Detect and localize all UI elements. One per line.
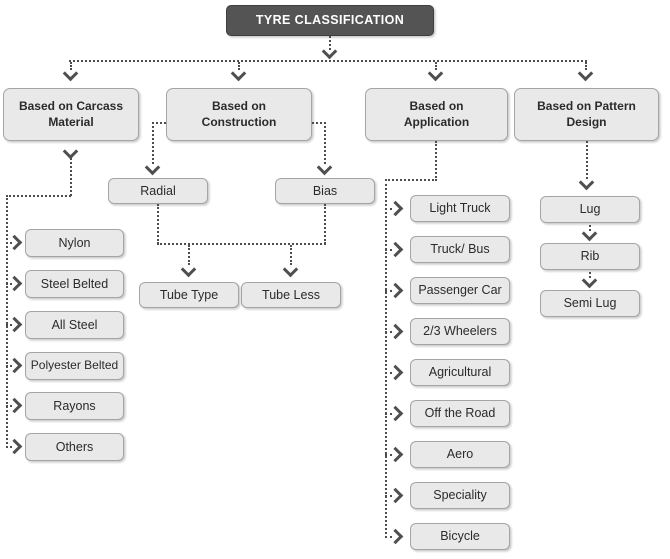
connector-line [589,225,591,231]
connector-line [238,62,240,70]
arrow-right-icon [6,397,23,414]
node-others: Others [25,433,124,461]
title-node: TYRE CLASSIFICATION [226,5,434,36]
connector-line [70,62,72,70]
node-bias: Bias [275,178,375,204]
node-polyester-belted: Polyester Belted [25,352,124,380]
node-rayons: Rayons [25,392,124,420]
arrow-right-icon [6,275,23,292]
arrow-down-icon [62,143,79,160]
node-all-steel: All Steel [25,311,124,339]
connector-line [157,243,326,245]
node-lug: Lug [540,196,640,223]
arrow-down-icon [282,261,299,278]
branch-carcass-material: Based on Carcass Material [3,88,139,141]
node-aero: Aero [410,441,510,468]
connector-item-stub [6,283,12,285]
connector-item-stub [385,495,392,497]
connector-line [329,36,331,50]
arrow-right-icon [387,200,404,217]
arrow-down-icon [321,43,338,60]
node-off-the-road: Off the Road [410,400,510,427]
arrow-right-icon [387,405,404,422]
connector-line [152,122,166,124]
connector-item-stub [6,324,12,326]
connector-line [385,179,437,181]
connector-line [324,204,326,244]
connector-item-stub [6,365,12,367]
arrow-right-icon [387,487,404,504]
connector-line [188,245,190,265]
arrow-down-icon [316,159,333,176]
node-steel-belted: Steel Belted [25,270,124,298]
connector-item-stub [385,454,392,456]
connector-item-stub [6,242,12,244]
arrow-right-icon [387,282,404,299]
connector-line [589,272,591,278]
connector-item-stub [385,208,392,210]
node-tube-type: Tube Type [139,282,239,308]
node-passenger-car: Passenger Car [410,277,510,304]
connector-line [70,158,72,196]
arrow-right-icon [387,528,404,545]
arrow-right-icon [387,364,404,381]
connector-item-stub [385,413,392,415]
connector-line [385,179,387,538]
connector-line [6,195,71,197]
node-semi-lug: Semi Lug [540,290,640,317]
connector-item-stub [385,536,392,538]
arrow-down-icon [581,272,598,289]
connector-item-stub [6,446,12,448]
connector-item-stub [385,331,392,333]
arrow-right-icon [387,241,404,258]
connector-item-stub [385,290,392,292]
connector-item-stub [385,372,392,374]
node-bicycle: Bicycle [410,523,510,550]
connector-line [586,141,588,179]
connector-line [312,122,326,124]
branch-application: Based on Application [365,88,508,141]
arrow-down-icon [581,225,598,242]
connector-line [435,141,437,181]
node-tube-less: Tube Less [241,282,341,308]
arrow-down-icon [578,174,595,191]
connector-line [435,62,437,70]
node-2-3-wheelers: 2/3 Wheelers [410,318,510,345]
arrow-right-icon [6,234,23,251]
arrow-right-icon [387,446,404,463]
branch-construction: Based on Construction [166,88,312,141]
node-agricultural: Agricultural [410,359,510,386]
connector-line [6,195,8,448]
arrow-right-icon [6,357,23,374]
node-nylon: Nylon [25,229,124,257]
arrow-down-icon [180,261,197,278]
connector-line [585,62,587,70]
connector-line [157,204,159,244]
node-radial: Radial [108,178,208,204]
node-speciality: Speciality [410,482,510,509]
node-light-truck: Light Truck [410,195,510,222]
arrow-down-icon [230,65,247,82]
arrow-down-icon [62,65,79,82]
node-rib: Rib [540,243,640,270]
connector-line [324,122,326,164]
branch-pattern-design: Based on Pattern Design [514,88,659,141]
arrow-down-icon [427,65,444,82]
connector-line [152,122,154,164]
connector-main-horizontal [69,60,587,62]
node-truck-bus: Truck/ Bus [410,236,510,263]
connector-line [290,245,292,265]
arrow-right-icon [6,438,23,455]
arrow-down-icon [577,65,594,82]
arrow-down-icon [144,159,161,176]
arrow-right-icon [387,323,404,340]
connector-item-stub [385,249,392,251]
arrow-right-icon [6,316,23,333]
connector-item-stub [6,405,12,407]
